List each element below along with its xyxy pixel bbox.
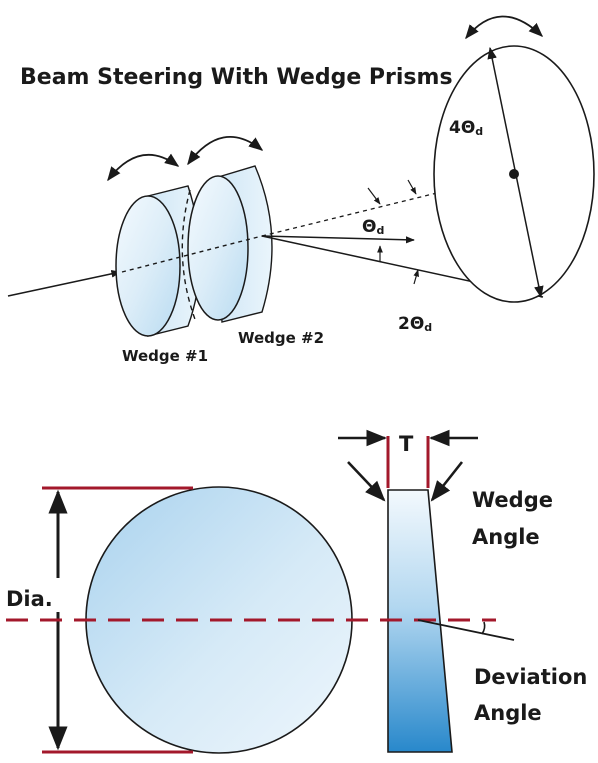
dia-label-backdrop (3, 578, 61, 612)
deviation-angle-line (417, 619, 515, 641)
deviation-angle-arc (481, 621, 486, 635)
beam-center-dot (509, 169, 519, 179)
label-deviation-angle-line1: Deviation (474, 665, 587, 689)
label-theta-d: Θd (362, 217, 384, 237)
label-wedge-2: Wedge #2 (238, 329, 324, 347)
incoming-beam (7, 270, 121, 297)
label-wedge-1: Wedge #1 (122, 347, 208, 365)
wedge-1-prism (115, 185, 201, 337)
label-2theta-d: 2Θd (398, 314, 432, 334)
rotation-arrow-wedge-1 (107, 153, 180, 182)
rotation-arrow-scan (465, 15, 544, 40)
angle-tick-arrow-4 (413, 269, 419, 285)
deviated-beam-theta (261, 235, 415, 244)
beam-inside-prisms (121, 235, 263, 273)
angle-tick-arrow-1 (367, 187, 381, 205)
label-4theta-d: 4Θd (449, 118, 483, 138)
rotation-arrow-wedge-2 (187, 135, 264, 166)
angle-tick-arrow-2 (407, 179, 417, 195)
label-wedge-angle-line1: Wedge (472, 488, 553, 512)
label-dia: Dia. (6, 587, 53, 611)
label-deviation-angle-line2: Angle (474, 701, 542, 725)
wedge-angle-arrow-right (430, 461, 464, 502)
wedge-angle-arrow-left (347, 461, 386, 502)
label-thickness: T (399, 432, 414, 456)
diagram-title: Beam Steering With Wedge Prisms (20, 65, 453, 90)
label-wedge-angle-line2: Angle (472, 525, 540, 549)
